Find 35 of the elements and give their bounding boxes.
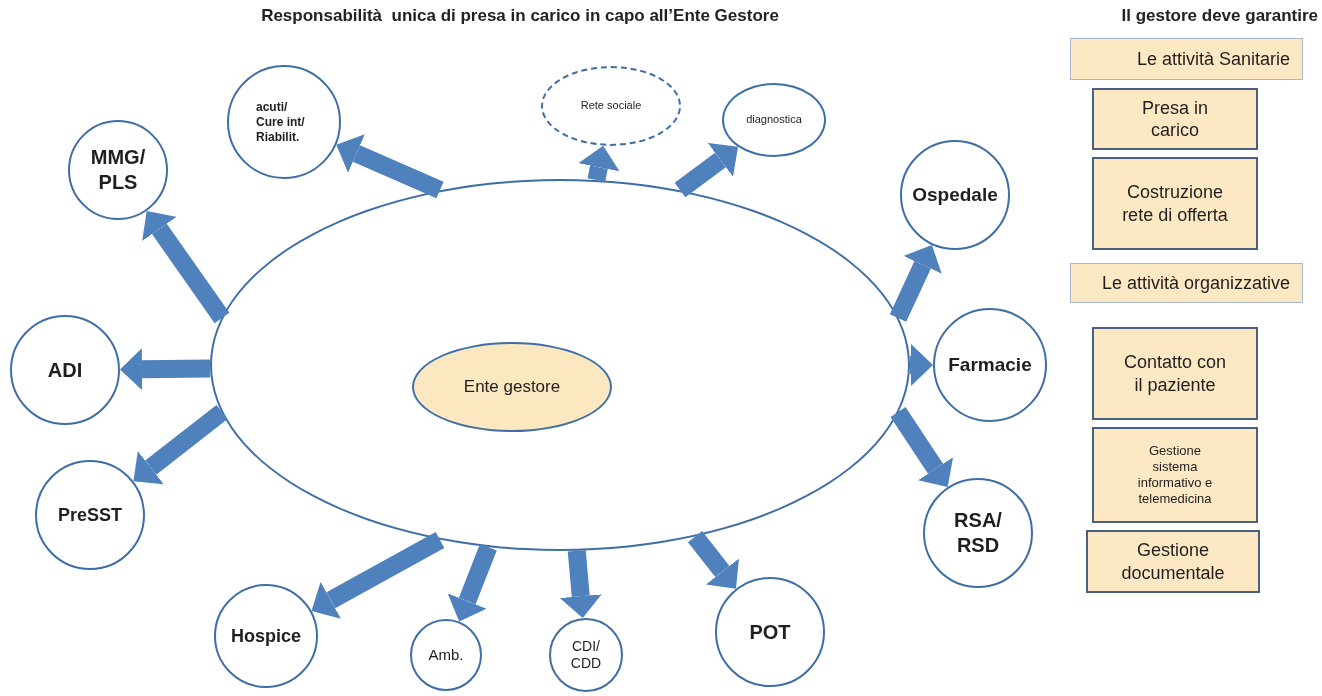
node-label: Hospice (231, 624, 301, 648)
heading-bar (1070, 38, 1303, 80)
block-arrow (578, 143, 620, 182)
node-label: Amb. (428, 645, 464, 665)
text-box (1092, 327, 1258, 420)
text-box (1092, 427, 1258, 523)
node-label: Farmacie (948, 353, 1032, 377)
node-label: Le attività organizzative (1101, 271, 1290, 295)
node-label: Presa in carico (1140, 96, 1209, 142)
panel-heading: Il gestore deve garantire (1121, 6, 1318, 26)
block-arrow (910, 344, 933, 386)
node-label: Costruzione rete di offerta (1121, 181, 1229, 226)
node-label: Ente gestore (463, 376, 561, 398)
block-arrow (119, 348, 211, 391)
node-label: acuti/ Cure int/ Riabilit. (256, 99, 306, 145)
node-label: Gestione documentale (1120, 539, 1226, 584)
node-label: RSA/ RSD (953, 508, 1003, 558)
node-label: Gestione sistema informativo e telemedicina (1136, 442, 1214, 508)
ellipse-boundary (210, 179, 910, 551)
heading-bar (1070, 263, 1303, 303)
block-arrow (559, 550, 602, 619)
node-label: Contatto con il paziente (1122, 351, 1228, 396)
node-label: ADI (47, 357, 83, 383)
text-box (1092, 88, 1258, 150)
node-label: POT (749, 619, 791, 645)
text-box (1086, 530, 1260, 593)
text-box (1092, 157, 1258, 250)
node-label: MMG/ PLS (89, 145, 147, 195)
diagram-title: Responsabilità unica di presa in carico in capo all’Ente Gestore (260, 6, 780, 26)
node-label: Le attività Sanitarie (1136, 47, 1290, 71)
node-label: Rete sociale (580, 99, 642, 113)
node-label: Ospedale (912, 183, 998, 207)
node-label: CDI/ CDD (569, 637, 603, 673)
node-label: PreSST (58, 503, 122, 527)
node-label: diagnostica (746, 113, 802, 127)
